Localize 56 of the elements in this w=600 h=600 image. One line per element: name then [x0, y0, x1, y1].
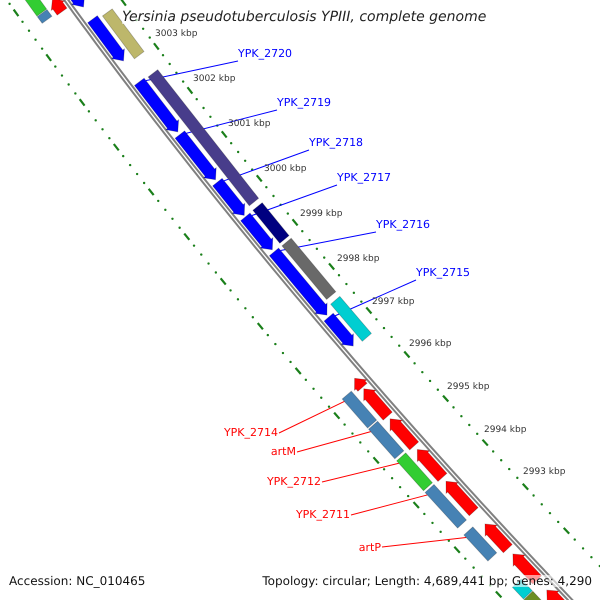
gene-label: artM [270, 446, 296, 457]
gene-feature [354, 378, 368, 392]
gene-feature [363, 388, 393, 421]
feature-bar [24, 0, 48, 17]
gene-label: YPK_2712 [266, 476, 321, 487]
feature-bar [424, 484, 467, 529]
gene-feature [268, 248, 328, 316]
gene-feature [87, 15, 125, 62]
tick-label: 2993 kbp [523, 468, 566, 477]
genome-info-text: Topology: circular; Length: 4,689,441 bp; Genes: 4,290 [262, 575, 592, 587]
leader-line [350, 494, 428, 516]
gene-feature [446, 480, 479, 516]
accession-text: Accession: NC_010465 [9, 575, 146, 587]
leader-line [224, 150, 310, 182]
gene-label: artP [358, 542, 381, 553]
tick-label: 3000 kbp [264, 165, 306, 174]
gene-label: YPK_2716 [376, 219, 430, 230]
tick-label: 2997 kbp [372, 298, 414, 307]
gene-label: YPK_2719 [277, 97, 332, 108]
gene-feature [174, 130, 217, 180]
diagram-title: Yersinia pseudotuberculosis YPIII, complete genome [122, 10, 486, 24]
feature-bar [252, 202, 290, 244]
feature-bar [330, 296, 372, 342]
feature-bar [36, 9, 52, 24]
gene-feature [324, 312, 354, 346]
gene-label: YPK_2717 [337, 172, 392, 183]
feature-bar [368, 420, 404, 460]
gene-feature [484, 524, 513, 554]
gene-label: YPK_2720 [238, 48, 292, 59]
gene-feature [390, 418, 420, 450]
gene-feature [212, 178, 246, 216]
leader-line [382, 536, 467, 548]
feature-bar [342, 390, 378, 429]
leader-line [278, 400, 345, 434]
tick-label: 3003 kbp [155, 30, 198, 39]
feature-bar [463, 526, 498, 562]
gene-feature [50, 0, 68, 16]
tick-label: 2994 kbp [484, 426, 526, 435]
gene-label: YPK_2714 [224, 427, 278, 438]
gene-label: YPK_2711 [296, 509, 350, 520]
feature-bar [396, 452, 433, 492]
gene-label: YPK_2715 [416, 267, 470, 278]
leader-line [322, 462, 400, 482]
tick-label: 2995 kbp [447, 383, 490, 392]
gene-label: YPK_2718 [309, 137, 364, 148]
tick-label: 2998 kbp [337, 255, 380, 264]
feature-bar [281, 238, 336, 300]
tick-label: 3002 kbp [193, 75, 236, 84]
gene-feature [68, 0, 86, 8]
tick-label: 3001 kbp [228, 120, 270, 129]
tick-label: 2999 kbp [300, 210, 342, 219]
gene-feature [134, 78, 180, 132]
gene-feature [240, 212, 274, 250]
tick-label: 2996 kbp [409, 340, 452, 349]
leader-line [296, 431, 372, 452]
gene-feature [416, 449, 448, 482]
